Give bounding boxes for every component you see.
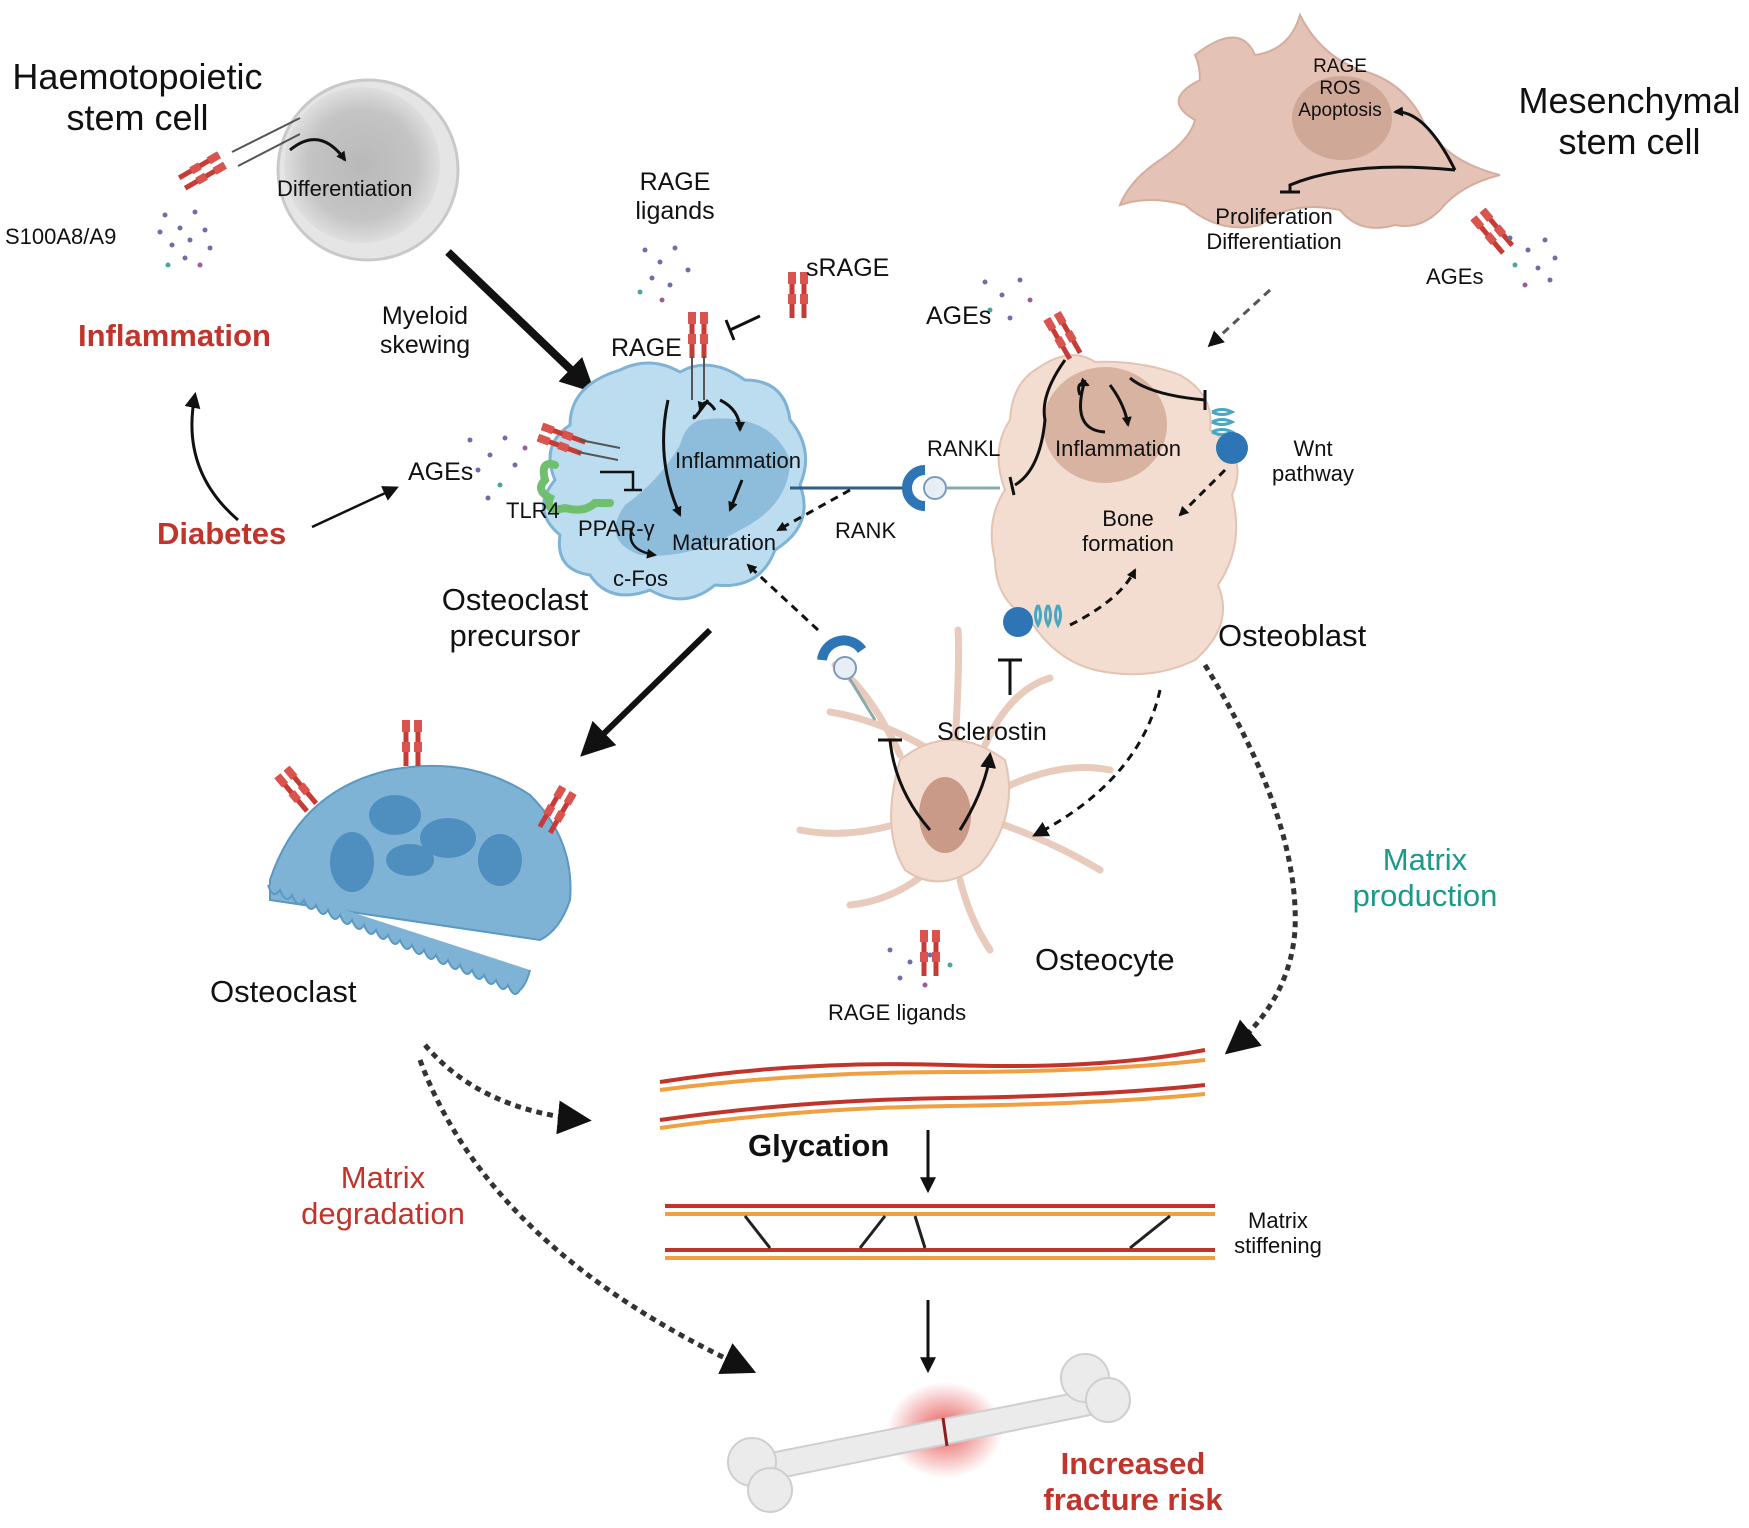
rage-label: RAGE xyxy=(611,334,682,362)
osteocyte-cell xyxy=(796,626,1114,954)
ages-ob-label: AGEs xyxy=(926,302,992,330)
ages-dots-msc xyxy=(1507,235,1558,288)
rank-receptor xyxy=(790,465,926,511)
hsc-title: Haemotopoietic stem cell xyxy=(12,56,263,139)
rage-ligands-bottom-label: RAGE ligands xyxy=(828,1000,967,1025)
inflammation-oc-label: Inflammation xyxy=(675,448,801,473)
s100-ligand-dots xyxy=(157,209,213,268)
inflammation-ob-label: Inflammation xyxy=(1055,436,1181,461)
osteocyte-label: Osteocyte xyxy=(1035,942,1175,977)
osteoclast-precursor-nucleus xyxy=(615,418,790,556)
osteoblast-to-osteocyte-dashed-arrow xyxy=(1032,689,1162,837)
matrix-production-label: Matrix production xyxy=(1352,842,1498,913)
matrix-degradation-label: Matrix degradation xyxy=(301,1160,465,1231)
wnt-receptor xyxy=(1211,408,1248,464)
matrix-production-arrow xyxy=(1202,663,1298,1055)
maturation-label: Maturation xyxy=(672,530,776,555)
ages-dots-osteoblast xyxy=(982,277,1033,321)
bone-icon xyxy=(727,1353,1131,1513)
tlr4-receptor xyxy=(537,460,614,514)
msc-nucleus xyxy=(1292,76,1392,160)
rage-ligands-top-label: RAGE ligands xyxy=(635,168,715,225)
collagen-fiber-bottom xyxy=(665,1204,1215,1260)
inflammation-main-label: Inflammation xyxy=(78,318,271,353)
lrp-receptor-bottom xyxy=(1003,604,1062,637)
ages-dots-left xyxy=(467,435,528,501)
osteocyte-to-precursor-dashed-arrow xyxy=(746,563,820,632)
ages-left-label: AGEs xyxy=(408,458,474,486)
wnt-label: Wnt pathway xyxy=(1272,436,1354,487)
rankl-label: RANKL xyxy=(927,436,1001,461)
differentiation-label: Differentiation xyxy=(277,176,413,201)
cfos-label: c-Fos xyxy=(613,566,668,591)
lrp-to-bone-formation-arrow xyxy=(1069,568,1137,627)
matrix-degradation-arrow-bottom xyxy=(417,1059,757,1375)
srage-receptor xyxy=(788,272,808,318)
srage-label: sRAGE xyxy=(806,254,890,282)
osteoclast-label: Osteoclast xyxy=(210,974,357,1009)
sclerostin-label: Sclerostin xyxy=(937,718,1047,746)
ppar-label: PPAR-γ xyxy=(578,516,655,541)
hsc-differentiation-arrow xyxy=(289,138,347,162)
osteocyte-rankl xyxy=(817,635,877,721)
msc-inner-label: RAGE ROS Apoptosis xyxy=(1298,56,1382,121)
crosslinks xyxy=(743,1214,1171,1250)
myeloid-skewing-label: Myeloid skewing xyxy=(379,302,471,359)
msc-to-osteoblast-dashed-arrow xyxy=(1207,288,1272,348)
diabetes-to-ages-arrow xyxy=(311,486,399,529)
bone-formation-label: Bone formation xyxy=(1082,506,1174,557)
oc-precursor-rage-receptor xyxy=(688,312,708,358)
hsc-cell xyxy=(276,78,460,262)
rankl-ligand xyxy=(923,476,1000,500)
osteoclast-ruffled-border xyxy=(267,884,531,995)
osteoclast-receptor-middle xyxy=(402,720,422,766)
prolif-label: Proliferation Differentiation xyxy=(1206,204,1342,255)
matrix-degradation-arrow-top xyxy=(423,1043,592,1135)
msc-title: Mesenchymal stem cell xyxy=(1518,80,1741,163)
osteoblast-label: Osteoblast xyxy=(1218,618,1367,653)
fracture-risk-label: Increased fracture risk xyxy=(1043,1446,1223,1517)
osteoblast-rage-receptor xyxy=(1043,311,1083,361)
diabetes-to-inflammation-arrow xyxy=(184,391,239,522)
diabetes-label: Diabetes xyxy=(157,516,287,551)
oc-precursor-label: Osteoclast precursor xyxy=(441,582,589,653)
msc-receptor xyxy=(1470,208,1515,256)
osteoclast-nuclei xyxy=(330,795,522,892)
hsc-receptor xyxy=(177,151,227,191)
collagen-fiber-top xyxy=(659,1048,1206,1130)
glycation-label: Glycation xyxy=(748,1128,890,1163)
osteoclast-receptor-left xyxy=(274,766,319,814)
matrix-stiffening-label: Matrix stiffening xyxy=(1234,1208,1322,1259)
rage-ligand-dots-top xyxy=(637,245,691,303)
osteocyte-nucleus xyxy=(919,777,971,853)
rage-ligand-dots-bottom xyxy=(887,947,953,988)
ages-msc-label: AGEs xyxy=(1426,264,1484,289)
wnt-to-bone-formation-arrow xyxy=(1178,468,1227,517)
s100-label: S100A8/A9 xyxy=(5,224,117,249)
rank-label: RANK xyxy=(835,518,897,543)
tlr4-label: TLR4 xyxy=(506,498,560,523)
precursor-to-osteoclast-arrow xyxy=(580,627,713,757)
myeloid-skewing-arrow xyxy=(445,249,595,393)
osteoblast-nucleus xyxy=(1043,367,1167,483)
